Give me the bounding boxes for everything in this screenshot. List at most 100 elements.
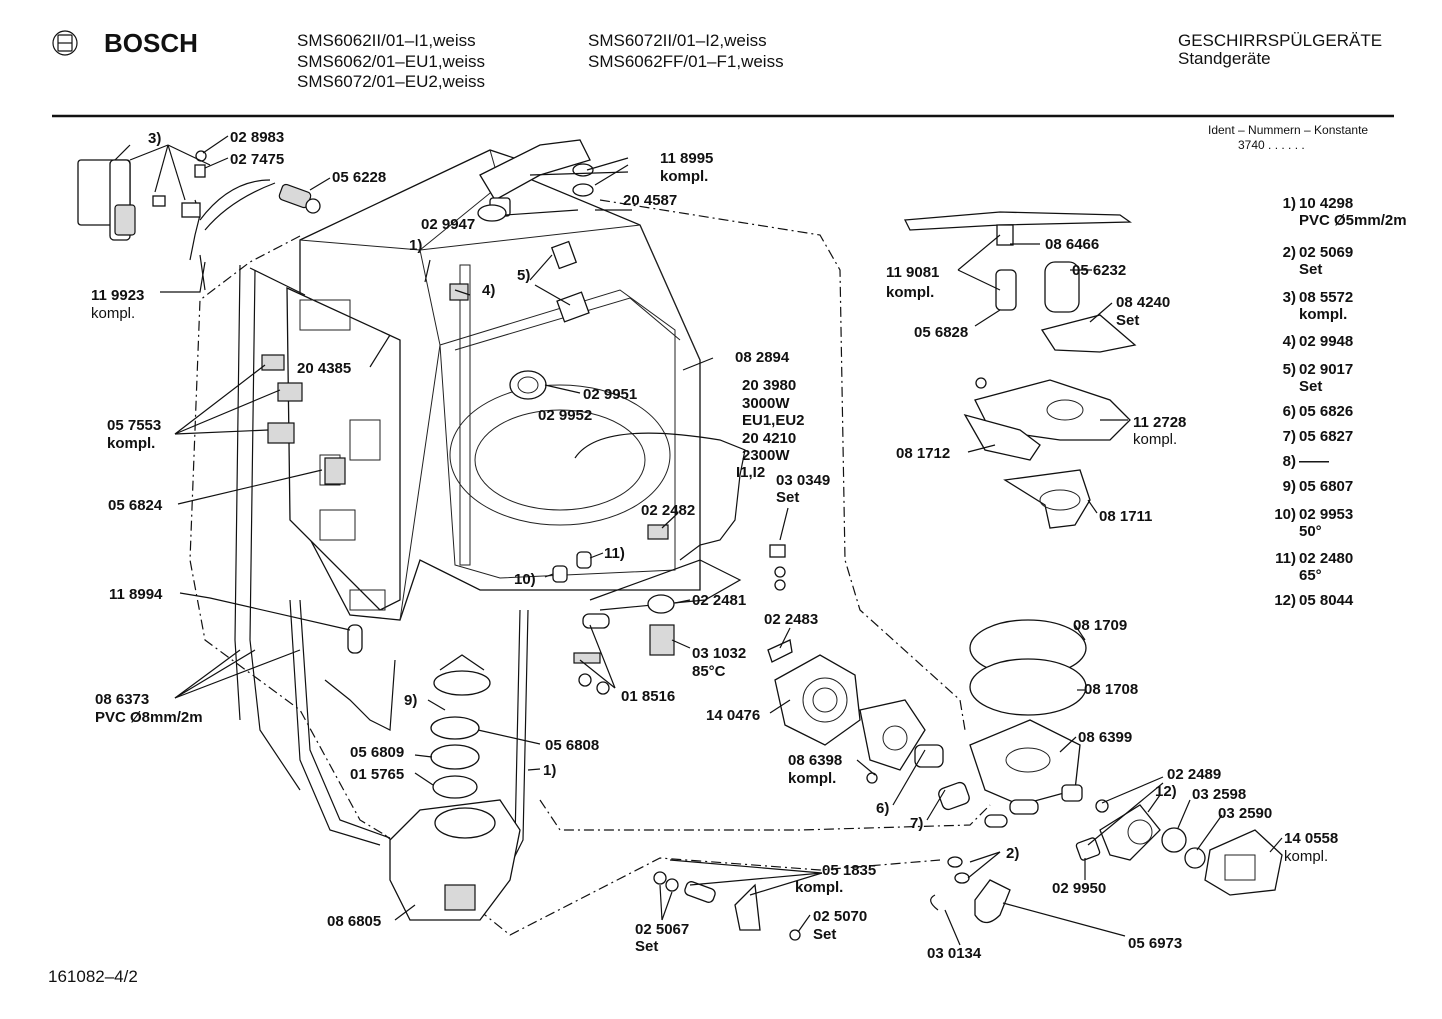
legend-number-11: 11): [1275, 550, 1296, 567]
drain-hose-elbow: [930, 856, 1011, 924]
label-203980: 20 3980: [742, 377, 796, 394]
label-057553-kompl: kompl.: [107, 435, 155, 452]
label-022483: 02 2483: [764, 611, 818, 628]
subcategory-title: Standgeräte: [1178, 49, 1271, 68]
label-7: 7): [910, 815, 923, 832]
label-118994: 11 8994: [109, 586, 163, 603]
part-118995: [572, 163, 594, 177]
label-11: 11): [604, 545, 625, 562]
label-1-top: 1): [409, 237, 422, 254]
label-028983: 02 8983: [230, 129, 284, 146]
legend-number-2: 2): [1283, 244, 1296, 261]
label-112728-kompl: kompl.: [1133, 431, 1177, 448]
label-027475: 02 7475: [230, 151, 284, 168]
label-204587: 20 4587: [623, 192, 677, 209]
label-85c: 85°C: [692, 663, 726, 680]
label-015765: 01 5765: [350, 766, 404, 783]
label-eu1-eu2: EU1,EU2: [742, 412, 805, 429]
label-119923-kompl: kompl.: [91, 305, 135, 322]
label-029947: 02 9947: [421, 216, 475, 233]
legend-text-11-2: 65°: [1299, 567, 1322, 584]
label-3000w: 3000W: [742, 395, 790, 412]
legend-number-5: 5): [1283, 361, 1296, 378]
label-056824: 05 6824: [108, 497, 163, 514]
outline-dashdot-main: [189, 235, 386, 836]
legend-text-1-2: PVC Ø5mm/2m: [1299, 212, 1407, 229]
label-022482: 02 2482: [641, 502, 695, 519]
label-2: 2): [1006, 845, 1019, 862]
label-2300w: 2300W: [742, 447, 790, 464]
label-3: 3): [148, 130, 161, 147]
label-086805: 08 6805: [327, 913, 381, 930]
label-018516: 01 8516: [621, 688, 675, 705]
legend-number-4: 4): [1283, 333, 1296, 350]
legend-text-6-1: 05 6826: [1299, 403, 1353, 420]
label-086399: 08 6399: [1078, 729, 1132, 746]
legend-text-11-1: 02 2480: [1299, 550, 1353, 567]
label-140558-kompl: kompl.: [1284, 848, 1328, 865]
label-025070-set: Set: [813, 926, 836, 943]
label-022481: 02 2481: [692, 592, 746, 609]
label-084240-set: Set: [1116, 312, 1139, 329]
brand-name: BOSCH: [104, 28, 198, 58]
label-056973: 05 6973: [1128, 935, 1182, 952]
water-valve-block: [77, 144, 276, 291]
legend-text-2-2: Set: [1299, 261, 1322, 278]
legend-text-5-2: Set: [1299, 378, 1322, 395]
upper-spray-arm: [903, 211, 1137, 389]
switch-parts: [261, 283, 469, 485]
label-086373: 08 6373: [95, 691, 149, 708]
label-056809: 05 6809: [350, 744, 404, 761]
label-081709: 08 1709: [1073, 617, 1127, 634]
label-025067: 02 5067: [635, 921, 689, 938]
label-081712: 08 1712: [896, 445, 950, 462]
legend-number-7: 7): [1283, 428, 1296, 445]
ident-title: Ident – Nummern – Konstante: [1208, 123, 1368, 137]
legend-text-3-2: kompl.: [1299, 306, 1347, 323]
label-119081: 11 9081: [886, 264, 939, 281]
legend-number-9: 9): [1283, 478, 1296, 495]
leader-lines: [129, 135, 1283, 946]
label-029950: 02 9950: [1052, 880, 1106, 897]
label-118995-kompl: kompl.: [660, 168, 708, 185]
label-030349-set: Set: [776, 489, 799, 506]
legend-text-8-1: ——: [1299, 453, 1329, 470]
label-9: 9): [404, 692, 417, 709]
label-118995: 11 8995: [660, 150, 713, 167]
micro-filter: [963, 379, 1131, 529]
label-084240: 08 4240: [1116, 294, 1170, 311]
bosch-logo: BOSCH: [52, 28, 198, 58]
filter-assembly: [969, 619, 1109, 828]
label-1-bottom: 1): [543, 762, 556, 779]
label-056808: 05 6808: [545, 737, 599, 754]
control-panel-housing: [286, 286, 401, 611]
bracket-set-5: [550, 240, 578, 270]
label-030134: 03 0134: [927, 945, 982, 962]
legend-text-2-1: 02 5069: [1299, 244, 1353, 261]
legend-text-5-1: 02 9017: [1299, 361, 1353, 378]
label-i1-i2: I1,I2: [736, 464, 765, 481]
drain-pump: [1075, 804, 1283, 896]
legend-text-10-2: 50°: [1299, 523, 1322, 540]
label-140558: 14 0558: [1284, 830, 1338, 847]
label-086373-pvc: PVC Ø8mm/2m: [95, 709, 203, 726]
drawing-code: 161082–4/2: [48, 967, 138, 986]
label-029952: 02 9952: [538, 407, 592, 424]
legend-text-4-1: 02 9948: [1299, 333, 1353, 350]
legend-text-9-1: 05 6807: [1299, 478, 1353, 495]
model-list-1: SMS6062II/01–I1,weiss SMS6062/01–EU1,wei…: [297, 31, 485, 91]
category-title: GESCHIRRSPÜLGERÄTE: [1178, 31, 1382, 50]
label-056828: 05 6828: [914, 324, 968, 341]
label-051835: 05 1835: [822, 862, 876, 879]
label-025067-set: Set: [635, 938, 658, 955]
label-6: 6): [876, 800, 889, 817]
legend-number-10: 10): [1274, 506, 1296, 523]
label-030349: 03 0349: [776, 472, 830, 489]
label-204385: 20 4385: [297, 360, 351, 377]
outline-dashdot-right: [599, 199, 966, 731]
label-081711: 08 1711: [1099, 508, 1152, 525]
label-119081-kompl: kompl.: [886, 284, 934, 301]
legend-text-1-1: 10 4298: [1299, 195, 1353, 212]
legend-number-8: 8): [1283, 453, 1296, 470]
